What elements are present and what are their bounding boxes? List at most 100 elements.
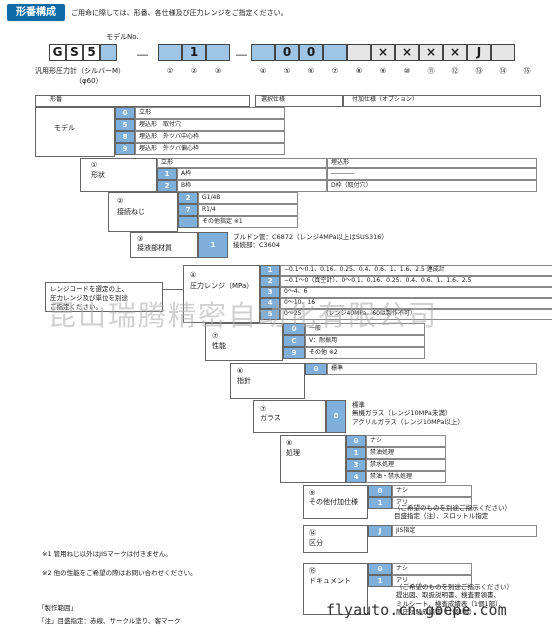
- treat-row-text: 禁油・禁水処理: [366, 471, 446, 483]
- column-number: ⑭: [499, 67, 507, 75]
- note-1: ※1 管用ねじ以外はJISマークは付きません。: [42, 550, 172, 558]
- shape-col1: 立形: [157, 158, 327, 168]
- code-box: J: [467, 44, 491, 61]
- other-box: ⑨ その他付加仕様: [303, 485, 368, 519]
- range-row-text: −0.1〜0（真空計）、0〜0.1、0.16、0.25、0.4、0.6、1、1.…: [280, 276, 552, 287]
- glass-text: 標準無機ガラス（レンジ10MPa未満）アクリルガラス（レンジ10MPa以上）: [352, 401, 464, 426]
- code-box: ×: [395, 44, 419, 61]
- range-row-text: 0〜10、16: [280, 298, 552, 309]
- column-number: ⑪: [427, 67, 435, 75]
- thread-code: [178, 216, 198, 228]
- code-box: [323, 44, 347, 61]
- column-number: ⑥: [307, 67, 315, 75]
- column-number: ④: [259, 67, 267, 75]
- material-text: ブルドン管：C6872（レンジ4MPa以上はSUS316）接続部：C3604: [233, 233, 388, 250]
- code-box: ×: [371, 44, 395, 61]
- thread-box: ② 接続ねじ: [108, 192, 178, 232]
- code-box: [206, 44, 230, 61]
- range-code: 4: [260, 298, 280, 309]
- model-row-text: 埋込形 外ツバ偏心枠: [135, 143, 285, 155]
- kubun-text: JIS指定: [392, 525, 537, 537]
- range-row-text: −0.1〜0.1、0.16、0.25、0.4、0.6、1、1.6、2.5 連成計: [280, 265, 552, 276]
- doc-code: 1: [368, 575, 392, 587]
- column-number: ⑦: [331, 67, 339, 75]
- kubun-box: ⑭ 区分: [303, 525, 368, 553]
- model-code: 5: [115, 119, 135, 131]
- site-watermark: flyauto.cn.goepe.com: [326, 601, 507, 619]
- treat-box: ⑧ 処理: [280, 435, 346, 483]
- perf-code: 0: [283, 323, 305, 335]
- model-row-text: 埋込形 取付穴: [135, 119, 285, 131]
- code-box: [158, 44, 182, 61]
- code-box: G: [49, 44, 66, 61]
- other-code: 0: [368, 485, 392, 497]
- shape-col2: 埋込形: [327, 158, 537, 168]
- column-number: ③: [214, 67, 222, 75]
- model-box: モデル: [35, 107, 115, 157]
- glass-box: ⑦ ガラス: [253, 400, 326, 433]
- shape-box: ① 形状: [80, 158, 157, 192]
- code-box: 0: [299, 44, 323, 61]
- head-katashiki: 形番: [35, 95, 250, 107]
- treat-row-text: 禁油処理: [366, 447, 446, 459]
- code-dash: ―: [236, 48, 247, 61]
- range-box: ④ 圧力レンジ（MPa）: [183, 265, 260, 323]
- column-number: ⑤: [283, 67, 291, 75]
- column-number: ⑧: [355, 67, 363, 75]
- thread-code: 7: [178, 204, 198, 216]
- section-title: 形番構成: [7, 4, 65, 21]
- perf-code: 9: [283, 347, 305, 359]
- model-code: 0: [115, 107, 135, 119]
- material-code: 1: [198, 232, 228, 258]
- code-box: [491, 44, 515, 61]
- shape-row-text: A枠: [177, 168, 327, 180]
- sub-size: （φ60）: [75, 77, 103, 85]
- range-code: 3: [260, 287, 280, 298]
- material-box: ③ 接液部材質: [130, 232, 198, 258]
- thread-code: 2: [178, 192, 198, 204]
- glass-code: 0: [326, 400, 346, 433]
- head-fuka: 付加仕様（オプション）: [343, 95, 541, 107]
- range-code: 1: [260, 265, 280, 276]
- intro-text: ご用命に際しては、形番、各仕様及び圧力レンジをご指定ください。: [71, 9, 288, 17]
- column-number: ①: [166, 67, 174, 75]
- treat-code: 0: [346, 435, 366, 447]
- shape-code: 2: [157, 180, 177, 192]
- code-box: 1: [182, 44, 206, 61]
- note-2: ※2 他の性能をご希望の際はお問い合わせください。: [42, 569, 197, 577]
- treat-row-text: 禁水処理: [366, 459, 446, 471]
- perf-row-text: V：耐振用: [305, 335, 425, 347]
- shape-row-text2: D枠（取付穴）: [327, 180, 537, 192]
- head-sentaku: 選択仕様: [255, 95, 343, 107]
- other-text: （ご希望のものを別途ご指示ください）目盛指定（注）、スロットル指定: [394, 504, 511, 521]
- column-number: ⑩: [403, 67, 411, 75]
- doc-row-text: アリ: [392, 575, 472, 587]
- range-row-text: 0〜4、6: [280, 287, 552, 298]
- doc-code: 0: [368, 563, 392, 575]
- other-row-text: ナシ: [392, 485, 472, 497]
- treat-code: 4: [346, 471, 366, 483]
- other-row-text: アリ: [392, 497, 472, 509]
- model-no-label: モデルNo.: [106, 33, 139, 41]
- code-box: S: [66, 44, 83, 61]
- doc-row-text: ナシ: [392, 563, 472, 575]
- shape-code: 1: [157, 168, 177, 180]
- column-number: ⑬: [475, 67, 483, 75]
- model-row-text: 立形: [135, 107, 285, 119]
- treat-code: 1: [346, 447, 366, 459]
- column-number: ⑫: [451, 67, 459, 75]
- code-box: [347, 44, 371, 61]
- perf-row-text: その他 ※2: [305, 347, 425, 359]
- code-box: [100, 44, 117, 61]
- footer-text: 「注」目盛指定：赤線、サークル塗り、客マーク: [38, 617, 181, 625]
- thread-row-text: G1/4B: [198, 192, 298, 204]
- range-code: 2: [260, 276, 280, 287]
- code-box: 0: [275, 44, 299, 61]
- code-box: 5: [83, 44, 100, 61]
- code-dash: ―: [137, 48, 148, 61]
- code-box: ×: [443, 44, 467, 61]
- sub-title: 汎用形圧力計（シルバーM）: [35, 67, 126, 75]
- doc-text: （ご希望のものを別途ご指示ください）提出図、取扱説明書、検査要領書、ミルシート、…: [396, 583, 513, 617]
- other-code: 1: [368, 497, 392, 509]
- perf-box: ⑦ 性能: [205, 323, 283, 361]
